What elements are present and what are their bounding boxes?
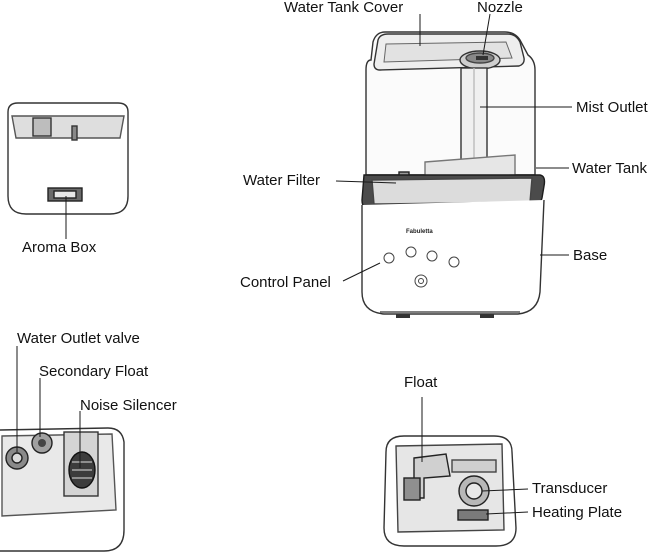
label-nozzle: Nozzle [477, 0, 523, 16]
label-water-tank: Water Tank [572, 160, 648, 177]
leader-nozzle [482, 13, 491, 56]
humidifier-main [361, 31, 546, 318]
label-heating-plate: Heating Plate [532, 504, 623, 521]
label-aroma-box: Aroma Box [22, 239, 97, 256]
leader-control-panel [342, 262, 381, 282]
label-float: Float [404, 374, 438, 391]
leader-lines [16, 13, 572, 515]
aroma-box [7, 102, 129, 215]
label-noise-silencer: Noise Silencer [80, 397, 177, 414]
label-water-filter: Water Filter [243, 172, 320, 189]
heating-plate-shape [457, 509, 489, 521]
label-mist-outlet: Mist Outlet [576, 99, 648, 116]
base-interior [383, 435, 517, 547]
leader-transducer [481, 488, 529, 492]
label-transducer: Transducer [532, 480, 608, 497]
leader-water-filter [335, 180, 397, 184]
label-base: Base [573, 247, 608, 264]
device-brand: Fabuletta [406, 229, 433, 235]
label-water-tank-cover: Water Tank Cover [284, 0, 404, 16]
control-panel-buttons [383, 246, 460, 288]
leader-heating-plate [485, 511, 529, 515]
label-control-panel: Control Panel [240, 274, 331, 291]
water-outlet-part [0, 427, 125, 552]
label-water-outlet-valve: Water Outlet valve [17, 330, 140, 347]
label-secondary-float: Secondary Float [39, 363, 149, 380]
